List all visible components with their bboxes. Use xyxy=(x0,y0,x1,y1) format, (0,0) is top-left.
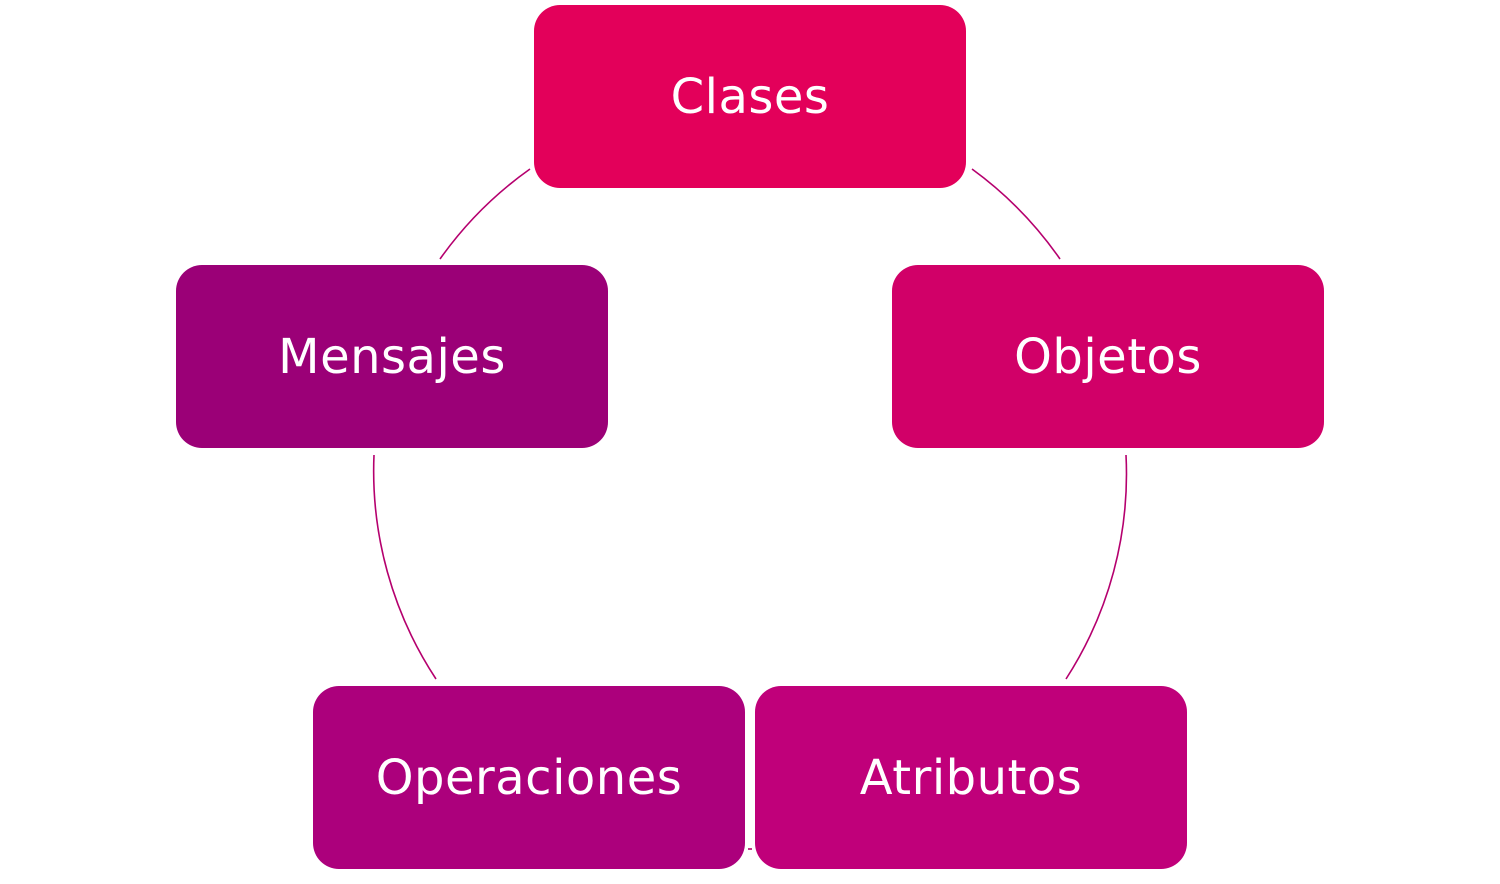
connector-clases-objetos xyxy=(971,168,1061,260)
node-label-operaciones: Operaciones xyxy=(375,749,683,806)
node-operaciones: Operaciones xyxy=(313,686,745,869)
node-clases: Clases xyxy=(534,5,966,188)
connector-operaciones-mensajes xyxy=(372,454,437,680)
node-label-mensajes: Mensajes xyxy=(278,328,506,385)
node-atributos: Atributos xyxy=(755,686,1187,869)
node-label-atributos: Atributos xyxy=(859,749,1083,806)
node-objetos: Objetos xyxy=(892,265,1324,448)
node-label-clases: Clases xyxy=(670,68,830,125)
node-mensajes: Mensajes xyxy=(176,265,608,448)
node-label-objetos: Objetos xyxy=(1014,328,1202,385)
connector-mensajes-clases xyxy=(439,168,531,260)
connector-objetos-atributos xyxy=(1065,454,1128,680)
